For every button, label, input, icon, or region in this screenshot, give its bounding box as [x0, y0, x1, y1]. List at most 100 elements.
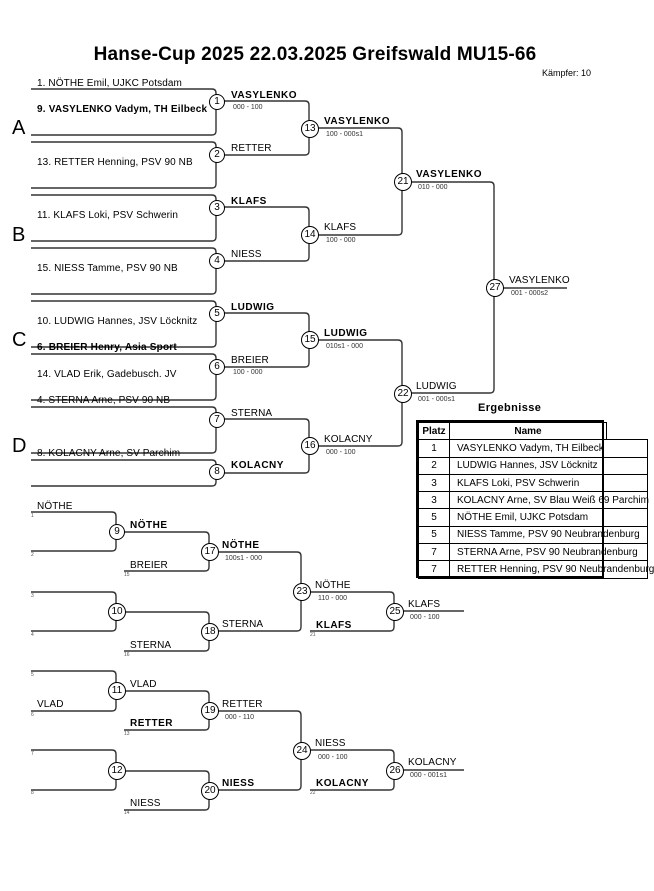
rep-ref-14: 14	[124, 810, 130, 816]
entry-sterna: 4. STERNA Arne, PSV 90 NB	[37, 395, 171, 406]
connector-m27	[411, 181, 495, 394]
fighter-count: Kämpfer: 10	[542, 68, 592, 78]
m26-winner: KOLACNY	[408, 757, 457, 768]
result-place: 5	[418, 508, 450, 527]
rep-ref-21: 21	[310, 632, 316, 638]
group-label-a: A	[12, 117, 26, 139]
m19-score: 000 - 110	[225, 714, 255, 721]
rep-entry-klafs: KLAFS	[316, 620, 352, 631]
rep-ref-6: 6	[31, 712, 34, 718]
group-label-c: C	[12, 329, 27, 351]
connector-m10	[31, 591, 117, 632]
bracket-sheet: Hanse-Cup 2025 22.03.2025 Greifswald MU1…	[12, 44, 654, 816]
rep-ref-15: 15	[124, 572, 130, 578]
m14-score: 100 - 000	[326, 237, 356, 244]
rep-entry-retter: RETTER	[130, 718, 173, 729]
rep-entry-niess: NIESS	[130, 798, 161, 809]
match-circle-2: 2	[209, 147, 225, 163]
connector-m2	[31, 141, 217, 189]
entry-noethe: 1. NÖTHE Emil, UJKC Potsdam	[37, 78, 182, 89]
result-name: NÖTHE Emil, UJKC Potsdam	[449, 508, 648, 527]
connector-m22	[318, 339, 403, 447]
result-place: 1	[418, 439, 450, 458]
match-circle-5: 5	[209, 306, 225, 322]
m3-winner: KLAFS	[231, 196, 267, 207]
match-circle-23: 23	[293, 583, 311, 601]
m20-winner: NIESS	[222, 778, 255, 789]
match-circle-6: 6	[209, 359, 225, 375]
page-title: Hanse-Cup 2025 22.03.2025 Greifswald MU1…	[93, 44, 537, 65]
rep-ref-1: 1	[31, 513, 34, 519]
result-name: VASYLENKO Vadym, TH Eilbeck	[449, 439, 648, 458]
group-label-d: D	[12, 435, 27, 457]
match-circle-18: 18	[201, 623, 219, 641]
match-circle-25: 25	[386, 603, 404, 621]
m7-winner: STERNA	[231, 408, 273, 419]
m2-winner: RETTER	[231, 143, 272, 154]
result-place: 7	[418, 543, 450, 562]
match-circle-15: 15	[301, 331, 319, 349]
group-label-b: B	[12, 224, 26, 246]
header-place: Platz	[418, 421, 450, 441]
rep-ref-16: 16	[124, 652, 130, 658]
connector-m5	[31, 300, 217, 348]
m25-winner: KLAFS	[408, 599, 441, 610]
match-circle-20: 20	[201, 782, 219, 800]
header-name: Name	[449, 421, 607, 441]
m17-score: 100s1 - 000	[225, 555, 262, 562]
result-place: 5	[418, 525, 450, 545]
m16-winner: KOLACNY	[324, 434, 373, 445]
m9-winner: NÖTHE	[130, 520, 168, 531]
connector-m7	[31, 406, 217, 454]
result-place: 7	[418, 560, 450, 579]
entry-vlad: 14. VLAD Erik, Gadebusch. JV	[37, 369, 177, 380]
m13-winner: VASYLENKO	[324, 116, 390, 127]
m22-score: 001 - 000s1	[418, 396, 455, 403]
match-circle-12: 12	[108, 762, 126, 780]
m1-winner: VASYLENKO	[231, 90, 297, 101]
match-circle-13: 13	[301, 120, 319, 138]
result-name: KLAFS Loki, PSV Schwerin	[449, 473, 648, 493]
entry-ludwig: 10. LUDWIG Hannes, JSV Löcknitz	[37, 316, 198, 327]
m25-score: 000 - 100	[410, 614, 440, 621]
connector-m9	[31, 511, 117, 552]
m8-winner: KOLACNY	[231, 460, 284, 471]
match-circle-27: 27	[486, 279, 504, 297]
m27-winner: VASYLENKO	[509, 275, 570, 286]
result-name: NIESS Tamme, PSV 90 Neubrandenburg	[449, 525, 648, 545]
rep-entry-noethe: NÖTHE	[37, 501, 73, 512]
rep-ref-2: 2	[31, 552, 34, 558]
rep-ref-7: 7	[31, 751, 34, 757]
connector-m12	[31, 749, 117, 791]
m14-winner: KLAFS	[324, 222, 357, 233]
entry-klafs: 11. KLAFS Loki, PSV Schwerin	[37, 210, 179, 221]
result-place: 3	[418, 491, 450, 510]
m5-winner: LUDWIG	[231, 302, 275, 313]
m24-score: 000 - 100	[318, 754, 348, 761]
m15-score: 010s1 - 000	[326, 343, 363, 350]
results-title: Ergebnisse	[478, 402, 542, 414]
match-circle-10: 10	[108, 603, 126, 621]
entry-kolacny: 8. KOLACNY Arne, SV Parchim	[37, 448, 181, 459]
rep-entry-sterna: STERNA	[130, 640, 172, 651]
match-circle-14: 14	[301, 226, 319, 244]
rep-ref-22: 22	[310, 790, 316, 796]
connector-m1	[31, 88, 217, 136]
entry-vasylenko: 9. VASYLENKO Vadym, TH Eilbeck	[37, 104, 208, 115]
match-circle-19: 19	[201, 702, 219, 720]
match-circle-3: 3	[209, 200, 225, 216]
match-circle-24: 24	[293, 742, 311, 760]
entry-niess: 15. NIESS Tamme, PSV 90 NB	[37, 263, 178, 274]
m6-score: 100 - 000	[233, 369, 263, 376]
match-circle-1: 1	[209, 94, 225, 110]
match-circle-16: 16	[301, 437, 319, 455]
connector-m21	[318, 127, 403, 236]
rep-ref-4: 4	[31, 632, 34, 638]
m18-winner: STERNA	[222, 619, 264, 630]
match-circle-17: 17	[201, 543, 219, 561]
